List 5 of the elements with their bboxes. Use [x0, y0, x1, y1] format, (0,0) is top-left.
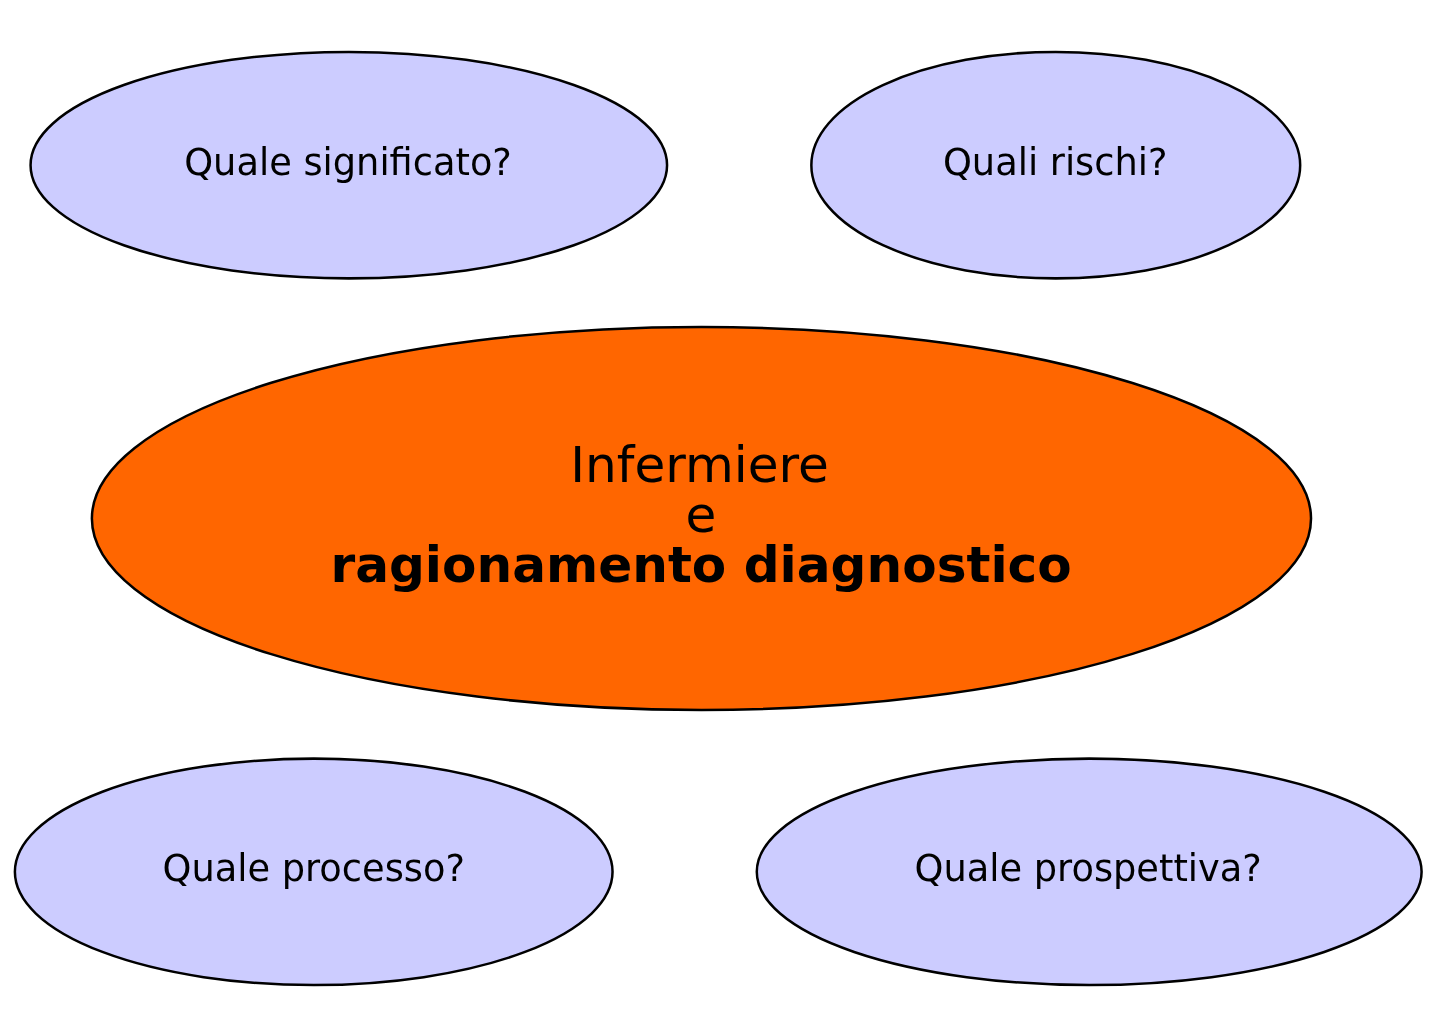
node-ellipse: Quale significato?: [29, 50, 669, 280]
node-ellipse: Quale prospettiva?: [755, 756, 1423, 986]
node-ellipse: Quali rischi?: [810, 50, 1302, 280]
node-ellipse: Infermiere e ragionamento diagnostico: [90, 325, 1313, 711]
node-ellipse: Quale processo?: [13, 756, 614, 986]
